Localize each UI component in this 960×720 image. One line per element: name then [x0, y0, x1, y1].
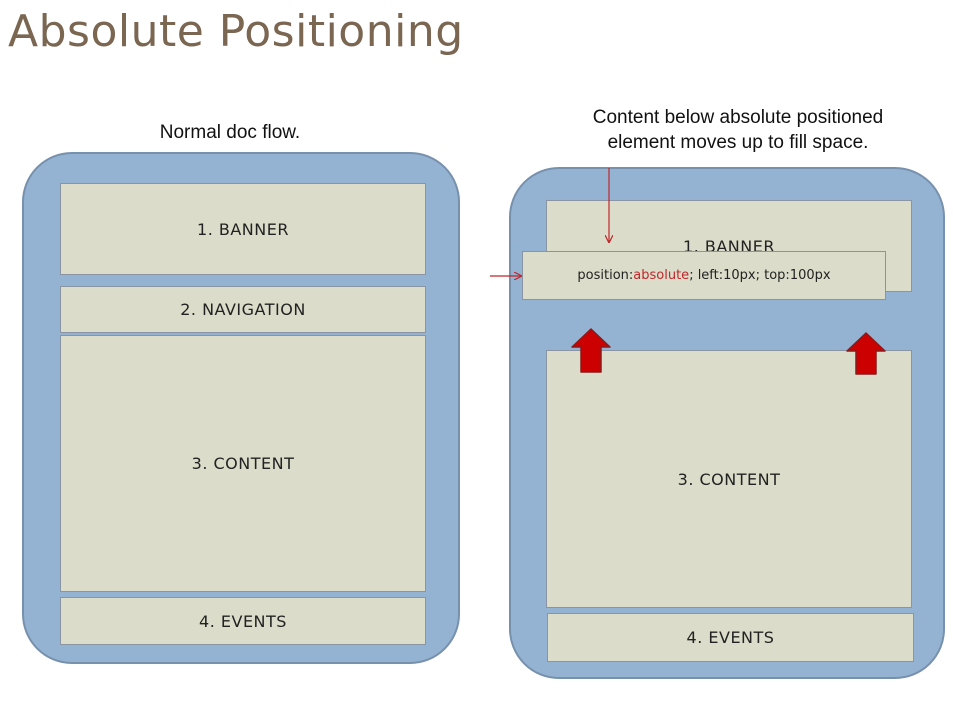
absolute-keyword: absolute — [633, 268, 690, 283]
right-events-box: 4. EVENTS — [547, 613, 914, 662]
left-navigation-box: 2. NAVIGATION — [60, 286, 426, 333]
left-banner-label: 1. BANNER — [197, 220, 289, 239]
right-caption-line1: Content below absolute positioned — [592, 107, 884, 128]
left-caption-text: Normal doc flow. — [159, 122, 301, 143]
right-caption-line2: element moves up to fill space. — [607, 132, 869, 153]
page-title: Absolute Positioning — [8, 6, 464, 57]
right-content-label: 3. CONTENT — [677, 469, 781, 489]
absolute-positioned-box: position: absolute; left:10px; top:100px — [522, 251, 886, 300]
left-content-label: 3. CONTENT — [191, 454, 295, 473]
left-navigation-label: 2. NAVIGATION — [180, 300, 306, 319]
left-banner-box: 1. BANNER — [60, 183, 426, 275]
right-events-label: 4. EVENTS — [686, 628, 775, 647]
right-content-box: 3. CONTENT — [546, 350, 912, 608]
left-events-label: 4. EVENTS — [199, 611, 287, 631]
absolute-suffix: ; left:10px; top:100px — [689, 268, 831, 283]
absolute-prefix: position: — [577, 268, 634, 283]
left-events-box: 4. EVENTS — [60, 597, 426, 645]
left-caption: Normal doc flow. — [110, 120, 350, 145]
right-caption: Content below absolute positioned elemen… — [528, 105, 948, 155]
left-content-box: 3. CONTENT — [60, 335, 426, 592]
